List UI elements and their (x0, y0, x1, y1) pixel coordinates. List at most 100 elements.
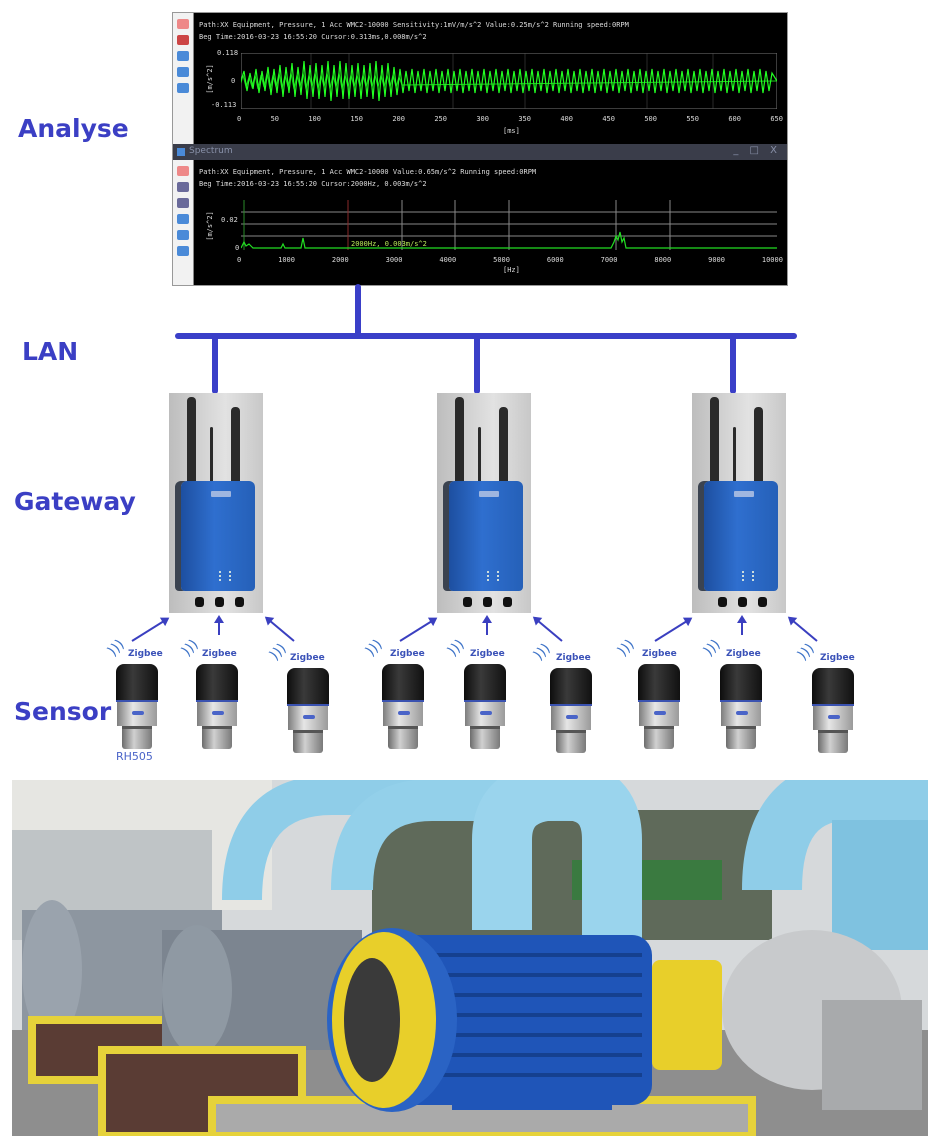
antenna-icon (187, 397, 196, 483)
wireless-signal-icon: ))) (794, 640, 818, 664)
x-tick: 200 (392, 115, 405, 123)
waveform-header-line1: Path:XX Equipment, Pressure, 1 Acc WMC2-… (199, 21, 629, 29)
wireless-signal-icon: ))) (700, 636, 724, 660)
antenna-icon (733, 427, 736, 483)
zigbee-label: Zigbee (642, 649, 677, 659)
fit-icon[interactable] (177, 83, 189, 93)
marker-tool-icon[interactable] (177, 35, 189, 45)
wireless-signal-icon: ))) (444, 636, 468, 660)
wireless-signal-icon: ))) (178, 636, 202, 660)
wireless-signal-icon: ))) (614, 636, 638, 660)
x-tick: 550 (686, 115, 699, 123)
window-controls[interactable]: _ □ X (733, 145, 781, 156)
zoom-in-icon[interactable] (177, 51, 189, 61)
uplink-arrow (741, 617, 743, 635)
antenna-icon (210, 427, 213, 483)
x-tick: 450 (602, 115, 615, 123)
zigbee-label: Zigbee (390, 649, 425, 659)
wireless-signal-icon: ))) (530, 640, 554, 664)
x-tick: 100 (308, 115, 321, 123)
spectrum-cursor-annotation: 2000Hz, 0.003m/s^2 (351, 240, 427, 248)
x-tick: 600 (728, 115, 741, 123)
uplink-arrow (399, 617, 437, 642)
zigbee-label: Zigbee (290, 653, 325, 663)
layer-label-lan: LAN (22, 337, 79, 366)
lan-drop-3 (730, 336, 736, 394)
cursor-tool-icon[interactable] (177, 166, 189, 176)
motor-pump-illustration (12, 780, 928, 1136)
spectrum-header-line1: Path:XX Equipment, Pressure, 1 Acc WMC2-… (199, 168, 537, 176)
antenna-icon (754, 407, 763, 483)
wireless-signal-icon: ))) (362, 636, 386, 660)
spectrum-header-line2: Beg Time:2016-03-23 16:55:20 Cursor:2000… (199, 180, 427, 188)
waveform-x-label: [ms] (503, 127, 520, 135)
antenna-icon (231, 407, 240, 483)
wireless-signal-icon: ))) (104, 636, 128, 660)
spectrum-y-label: [m/s^2] (205, 211, 214, 241)
antenna-icon (455, 397, 464, 483)
spectrum-titlebar[interactable]: Spectrum _ □ X (173, 144, 787, 160)
zigbee-label: Zigbee (726, 649, 761, 659)
x-tick: 250 (434, 115, 447, 123)
x-tick: 4000 (439, 256, 457, 264)
waveform-plot[interactable] (241, 53, 777, 109)
gateway-housing (704, 481, 778, 591)
zoom-in-icon[interactable] (177, 214, 189, 224)
lan-drop-1 (212, 336, 218, 394)
fit-icon[interactable] (177, 246, 189, 256)
x-tick: 300 (476, 115, 489, 123)
x-tick: 3000 (385, 256, 403, 264)
uplink-arrow (218, 617, 220, 635)
cursor-tool-icon[interactable] (177, 19, 189, 29)
waveform-header-line2: Beg Time:2016-03-23 16:55:20 Cursor:0.31… (199, 33, 427, 41)
waveform-y-label: [m/s^2] (205, 64, 214, 94)
gateway-device-2 (437, 393, 531, 613)
x-tick: 8000 (654, 256, 672, 264)
spectrum-y-tick-zero: 0 (235, 244, 240, 252)
zoom-out-icon[interactable] (177, 230, 189, 240)
layer-label-sensor: Sensor (14, 697, 112, 726)
x-tick: 7000 (600, 256, 618, 264)
zigbee-label: Zigbee (202, 649, 237, 659)
spectrum-plot[interactable]: 2000Hz, 0.003m/s^2 (241, 200, 777, 252)
x-tick: 50 (270, 115, 279, 123)
uplink-arrow (265, 617, 295, 642)
x-tick: 9000 (708, 256, 725, 264)
spectrum-window-title: Spectrum (189, 146, 233, 156)
gateway-device-3 (692, 393, 786, 613)
waveform-x-ticks: 0 50 100 150 200 250 300 350 400 450 500… (237, 115, 783, 123)
x-tick: 10000 (761, 256, 783, 264)
x-tick: 400 (560, 115, 573, 123)
spectrum-x-ticks: 0 1000 2000 3000 4000 5000 6000 7000 800… (237, 256, 783, 264)
x-tick: 500 (644, 115, 657, 123)
x-tick: 0 (237, 115, 242, 123)
x-tick: 1000 (278, 256, 295, 264)
spectrum-toolbar (173, 160, 194, 285)
x-tick: 2000 (331, 256, 349, 264)
x-tick: 5000 (493, 256, 510, 264)
uplink-arrow (131, 617, 169, 642)
zigbee-label: Zigbee (128, 649, 163, 659)
lan-drop-2 (474, 336, 480, 394)
antenna-icon (478, 427, 481, 483)
zoom-out-icon[interactable] (177, 67, 189, 77)
x-tick: 0 (237, 256, 242, 264)
layer-label-analyse: Analyse (18, 114, 129, 143)
spectrum-window: Path:XX Equipment, Pressure, 1 Acc WMC2-… (173, 160, 787, 285)
spectrum-y-tick-max: 0.02 (221, 216, 238, 224)
waveform-y-tick-max: 0.118 (217, 49, 239, 57)
x-tick: 350 (518, 115, 531, 123)
uplink-arrow (654, 617, 692, 642)
gateway-housing (449, 481, 523, 591)
antenna-icon (710, 397, 719, 483)
waveform-toolbar (173, 13, 194, 144)
x-tick: 6000 (546, 256, 564, 264)
sideband-tool-icon[interactable] (177, 198, 189, 208)
wireless-signal-icon: ))) (266, 640, 290, 664)
sensor-model-label: RH505 (116, 750, 153, 763)
harmonic-tool-icon[interactable] (177, 182, 189, 192)
layer-label-gateway: Gateway (14, 487, 136, 516)
uplink-arrow (788, 617, 818, 642)
industrial-motors-photo (12, 780, 928, 1136)
zigbee-label: Zigbee (820, 653, 855, 663)
